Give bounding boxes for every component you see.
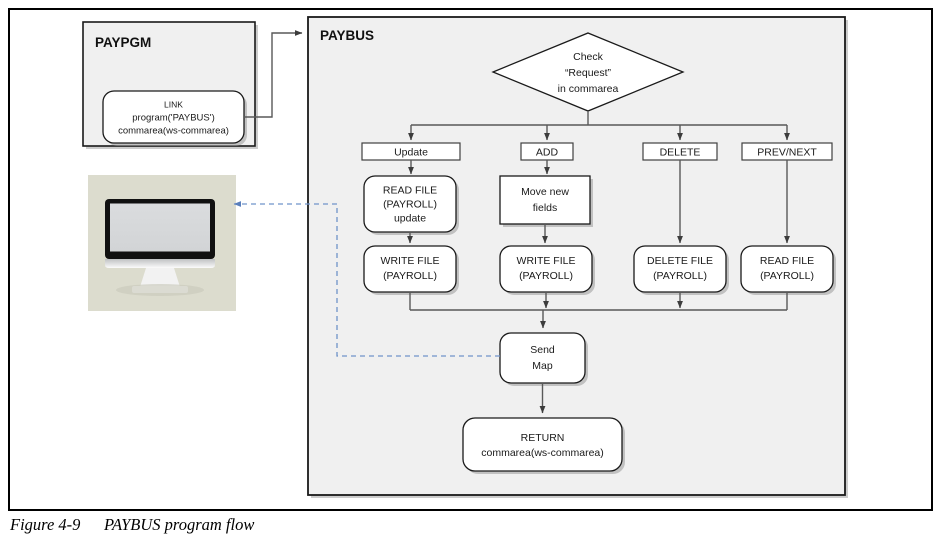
paybus-panel-title: PAYBUS <box>320 28 374 43</box>
delete-file-line-1: DELETE FILE <box>647 255 713 267</box>
decision-line-2: “Request” <box>565 67 612 79</box>
link-node-line-2: program('PAYBUS') <box>132 113 214 124</box>
decision-line-1: Check <box>573 51 604 63</box>
branch-label-prevnext: PREV/NEXT <box>741 142 833 161</box>
move-new-fields-line-2: fields <box>533 202 558 214</box>
return-box <box>462 417 623 472</box>
decision-line-3: in commarea <box>558 83 619 95</box>
link-node-line-1: LINK <box>164 99 183 109</box>
branch-label-prevnext-text: PREV/NEXT <box>757 146 817 158</box>
delete-file-line-2: (PAYROLL) <box>653 270 707 282</box>
send-map-line-1: Send <box>530 344 555 356</box>
node-return: RETURN commarea(ws-commarea) <box>462 417 625 474</box>
read-file-update-line-3: update <box>394 212 426 224</box>
monitor-shadow <box>116 284 204 296</box>
return-line-1: RETURN <box>521 432 565 444</box>
send-map-line-2: Map <box>532 360 553 372</box>
figure-outer-frame <box>8 8 933 511</box>
branch-label-update: Update <box>361 142 461 161</box>
monitor-screen <box>110 203 210 252</box>
node-send-map: Send Map <box>499 332 588 386</box>
connector-sendmap-to-terminal <box>233 201 500 357</box>
branch-label-add-text: ADD <box>536 146 559 158</box>
node-write-file-update: WRITE FILE (PAYROLL) <box>363 245 459 295</box>
read-file-prevnext-line-1: READ FILE <box>760 255 814 267</box>
monitor-neck <box>140 268 180 287</box>
branch-label-add: ADD <box>520 142 574 161</box>
figure-caption-number: Figure 4-9 <box>9 515 80 534</box>
send-map-box <box>499 332 586 384</box>
branch-label-update-text: Update <box>394 146 428 158</box>
figure-caption-title: PAYBUS program flow <box>103 515 254 534</box>
user-terminal <box>88 175 236 311</box>
read-file-update-line-2: (PAYROLL) <box>383 198 437 210</box>
node-read-file-prevnext: READ FILE (PAYROLL) <box>740 245 836 295</box>
read-file-update-line-1: READ FILE <box>383 184 437 196</box>
move-new-fields-box <box>499 175 591 225</box>
branch-label-delete-text: DELETE <box>660 146 701 158</box>
write-file-update-line-1: WRITE FILE <box>381 255 440 267</box>
write-file-update-line-2: (PAYROLL) <box>383 270 437 282</box>
node-delete-file: DELETE FILE (PAYROLL) <box>633 245 729 295</box>
write-file-add-line-1: WRITE FILE <box>517 255 576 267</box>
move-new-fields-line-1: Move new <box>521 186 569 198</box>
read-file-prevnext-line-2: (PAYROLL) <box>760 270 814 282</box>
node-move-new-fields: Move new fields <box>499 175 593 227</box>
connector-link-to-paybus <box>244 29 303 118</box>
node-write-file-add: WRITE FILE (PAYROLL) <box>499 245 595 295</box>
monitor-chin <box>105 259 215 268</box>
write-file-add-line-2: (PAYROLL) <box>519 270 573 282</box>
node-read-file-update: READ FILE (PAYROLL) update <box>363 175 459 235</box>
branch-label-delete: DELETE <box>642 142 718 161</box>
return-line-2: commarea(ws-commarea) <box>481 447 604 459</box>
paypgm-panel-title: PAYPGM <box>95 35 151 50</box>
link-node-line-3: commarea(ws-commarea) <box>118 126 229 137</box>
panel-paypgm: PAYPGM LINK program('PAYBUS') commarea(w… <box>82 21 258 149</box>
